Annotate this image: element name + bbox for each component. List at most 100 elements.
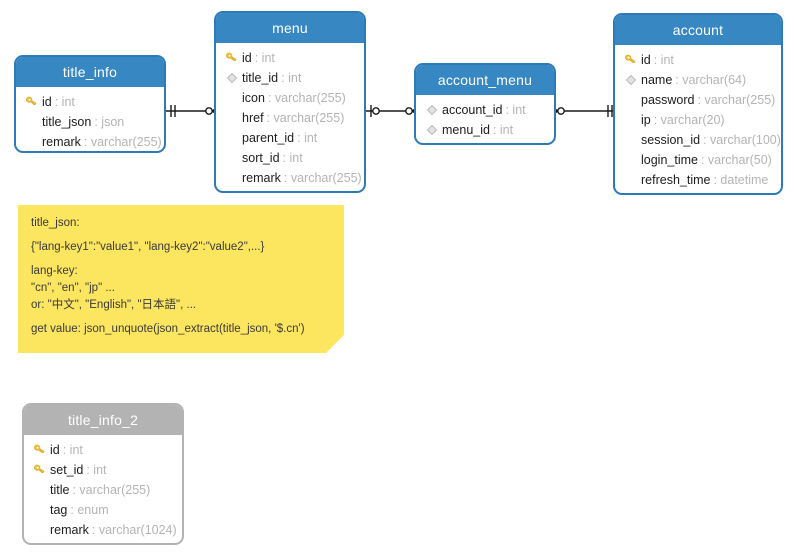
field-row[interactable]: name: varchar(64) xyxy=(615,70,781,90)
field-name: id xyxy=(242,51,252,65)
field-type: : varchar(255) xyxy=(267,91,346,105)
field-row[interactable]: tag: enum xyxy=(24,500,182,520)
relationship-rel-title_info-menu[interactable] xyxy=(166,100,214,122)
field-name: remark xyxy=(242,171,281,185)
field-type: : int xyxy=(653,53,674,67)
field-type: : varchar(255) xyxy=(283,171,362,185)
field-name: remark xyxy=(50,523,89,537)
field-type: : varchar(100) xyxy=(703,133,781,147)
entity-title-account_menu: account_menu xyxy=(416,65,554,95)
field-name: account_id xyxy=(442,103,503,117)
field-type: : int xyxy=(254,51,275,65)
field-row[interactable]: parent_id: int xyxy=(216,128,364,148)
field-name: href xyxy=(242,111,264,125)
field-name: login_time xyxy=(641,153,698,167)
field-row[interactable]: remark: varchar(255) xyxy=(216,168,364,188)
key-icon xyxy=(621,50,641,70)
relationship-rel-menu-account_menu[interactable] xyxy=(366,100,414,122)
field-name: sort_id xyxy=(242,151,280,165)
field-name: tag xyxy=(50,503,68,517)
field-row[interactable]: menu_id: int xyxy=(416,120,554,140)
field-name: name xyxy=(641,73,673,87)
field-name: title xyxy=(50,483,70,497)
field-type: : int xyxy=(86,463,107,477)
field-row[interactable]: remark: varchar(255) xyxy=(16,132,164,151)
field-name: password xyxy=(641,93,695,107)
field-name: title_id xyxy=(242,71,279,85)
field-name: id xyxy=(641,53,651,67)
key-icon xyxy=(222,48,242,68)
field-row[interactable]: id: int xyxy=(216,48,364,68)
entity-title-title_info: title_info xyxy=(16,57,164,87)
field-type: : int xyxy=(297,131,318,145)
relationship-rel-account_menu-account[interactable] xyxy=(556,100,613,122)
field-name: menu_id xyxy=(442,123,490,137)
field-row[interactable]: set_id: int xyxy=(24,460,182,480)
field-type: : datetime xyxy=(713,173,769,187)
diamond-icon xyxy=(222,68,242,88)
field-type: : json xyxy=(94,115,125,129)
field-row[interactable]: session_id: varchar(100) xyxy=(615,130,781,150)
field-row[interactable]: id: int xyxy=(615,50,781,70)
field-type: : enum xyxy=(70,503,109,517)
entity-title-account: account xyxy=(615,15,781,45)
diamond-icon xyxy=(422,100,442,120)
field-row[interactable]: id: int xyxy=(16,92,164,112)
entity-title-menu: menu xyxy=(216,13,364,43)
field-name: remark xyxy=(42,135,81,149)
note-line: {"lang-key1":"value1", "lang-key2":"valu… xyxy=(31,241,265,253)
field-name: parent_id xyxy=(242,131,295,145)
diamond-icon xyxy=(422,120,442,140)
field-name: id xyxy=(42,95,52,109)
field-row[interactable]: login_time: varchar(50) xyxy=(615,150,781,170)
field-type: : int xyxy=(282,151,303,165)
field-name: ip xyxy=(641,113,651,127)
field-name: id xyxy=(50,443,60,457)
field-name: icon xyxy=(242,91,265,105)
field-row[interactable]: ip: varchar(20) xyxy=(615,110,781,130)
field-row[interactable]: title_id: int xyxy=(216,68,364,88)
field-type: : int xyxy=(281,71,302,85)
note-fold-corner-icon xyxy=(326,335,344,353)
field-type: : varchar(255) xyxy=(697,93,776,107)
field-row[interactable]: account_id: int xyxy=(416,100,554,120)
key-icon xyxy=(30,440,50,460)
field-type: : int xyxy=(62,443,83,457)
field-type: : varchar(255) xyxy=(72,483,151,497)
field-row[interactable]: sort_id: int xyxy=(216,148,364,168)
field-name: title_json xyxy=(42,115,92,129)
field-type: : int xyxy=(505,103,526,117)
field-type: : varchar(255) xyxy=(266,111,345,125)
sticky-note-title-json[interactable]: title_json: {"lang-key1":"value1", "lang-… xyxy=(18,205,344,353)
note-line: title_json: xyxy=(31,217,80,229)
field-type: : varchar(255) xyxy=(83,135,162,149)
field-row[interactable]: title_json: json xyxy=(16,112,164,132)
key-icon xyxy=(22,92,42,112)
field-name: set_id xyxy=(50,463,84,477)
field-row[interactable]: icon: varchar(255) xyxy=(216,88,364,108)
field-row[interactable]: id: int xyxy=(24,440,182,460)
field-row[interactable]: remark: varchar(1024) xyxy=(24,520,182,540)
field-row[interactable]: href: varchar(255) xyxy=(216,108,364,128)
field-type: : int xyxy=(492,123,514,137)
field-type: : int xyxy=(54,95,75,109)
field-type: : varchar(1024) xyxy=(91,523,177,537)
note-line: get value: json_unquote(json_extract(tit… xyxy=(31,323,305,335)
field-row[interactable]: refresh_time: datetime xyxy=(615,170,781,190)
note-line: or: "中文", "English", "日本語", ... xyxy=(31,299,197,311)
field-type: : varchar(64) xyxy=(675,73,747,87)
field-name: refresh_time xyxy=(641,173,711,187)
key-icon xyxy=(30,460,50,480)
entity-title-title_info_2: title_info_2 xyxy=(24,405,182,435)
field-row[interactable]: title: varchar(255) xyxy=(24,480,182,500)
field-row[interactable]: password: varchar(255) xyxy=(615,90,781,110)
